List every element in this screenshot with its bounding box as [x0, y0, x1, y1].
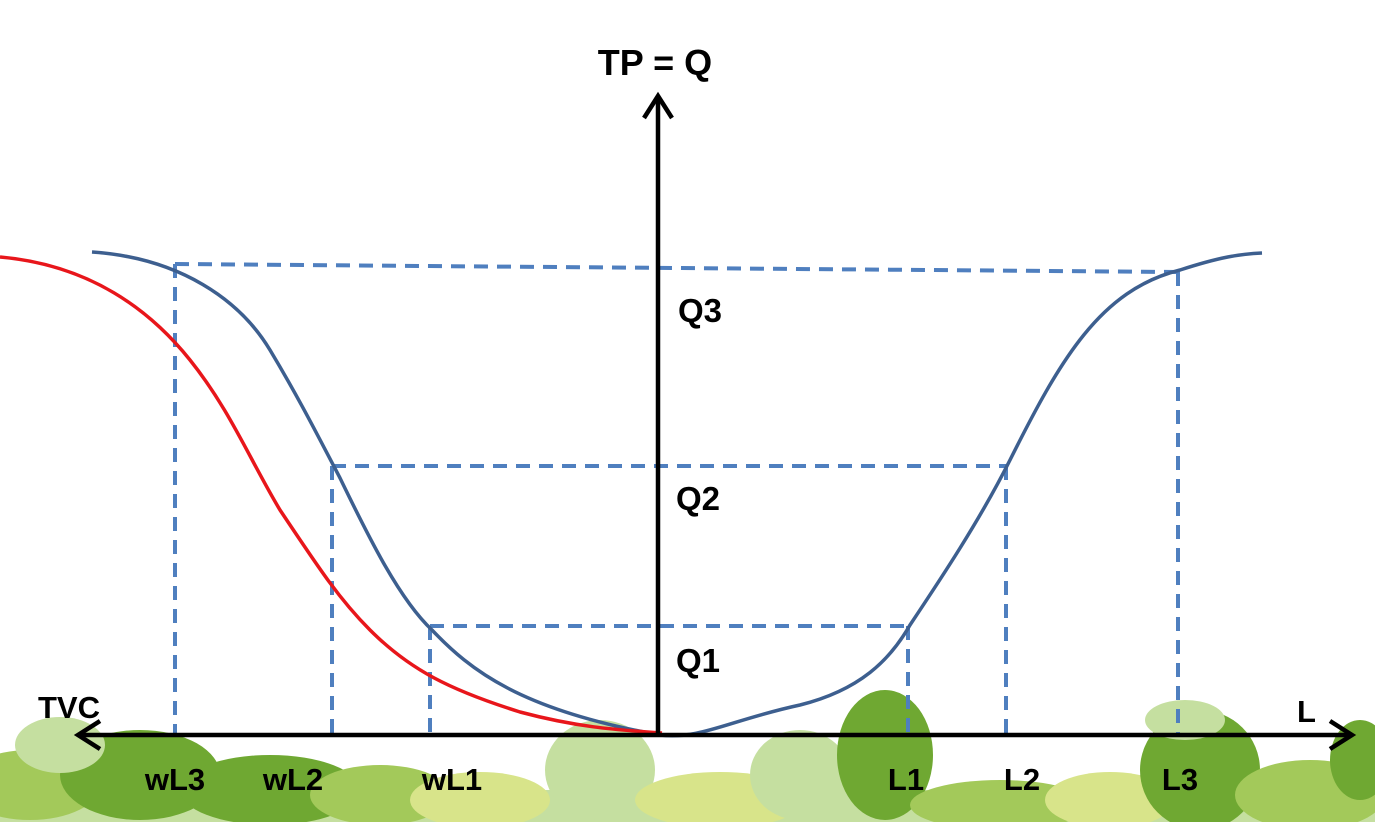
right-arrow-head [1328, 719, 1357, 751]
q3-guide-line [174, 262, 1179, 274]
level-label-q2: Q2 [676, 480, 720, 517]
left-arrow-head [73, 719, 102, 751]
left-axis-label: TVC [38, 690, 100, 725]
axes [73, 91, 1357, 751]
tree-canopy [545, 720, 655, 820]
level-label-q1: Q1 [676, 642, 720, 679]
tree-canopy [1145, 700, 1225, 740]
up-arrow-head [642, 91, 674, 120]
tick-label-wl1: wL1 [421, 762, 482, 797]
tick-label-l1: L1 [888, 762, 924, 797]
tree-canopy [410, 772, 550, 822]
tick-label-l3: L3 [1162, 762, 1198, 797]
tree-canopy [910, 780, 1090, 822]
level-label-q3: Q3 [678, 292, 722, 329]
y-axis-label: TP = Q [598, 42, 712, 83]
tvc-curve [0, 255, 663, 735]
tree-canopy [750, 730, 850, 820]
tick-label-l2: L2 [1004, 762, 1040, 797]
tick-label-wl2: wL2 [262, 762, 323, 797]
tree-background [0, 690, 1375, 822]
right-axis-label: L [1297, 694, 1316, 729]
tick-label-wl3: wL3 [144, 762, 205, 797]
